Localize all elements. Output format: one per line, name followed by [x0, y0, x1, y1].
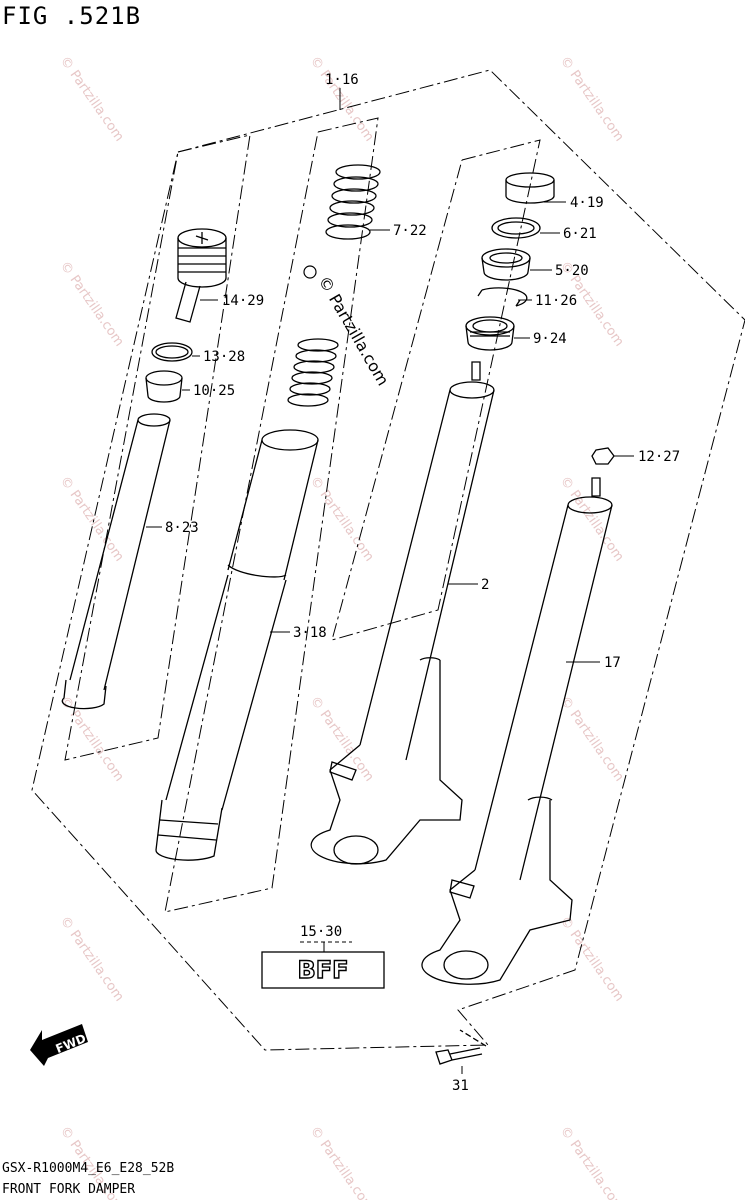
footer-code: GSX-R1000M4_E6_E28_52B [2, 1161, 175, 1176]
callout-15-30: 15·30 [300, 924, 342, 940]
svg-text:© Partzilla.com: © Partzilla.com [57, 54, 127, 145]
callout-13-28: 13·28 [203, 349, 245, 365]
figure-title: FIG .521B [2, 2, 142, 30]
decal-part-15: BFF [261, 941, 385, 989]
svg-text:© Partzilla.com: © Partzilla.com [557, 914, 627, 1005]
callout-7-22: 7·22 [393, 223, 427, 239]
callout-labels: 1·16 4·19 6·21 5·20 11·26 9·24 7·22 14·2… [165, 72, 680, 1094]
subassembly-outlines [64, 117, 541, 913]
svg-text:© Partzilla.com: © Partzilla.com [57, 694, 127, 785]
decal-text: BFF [297, 956, 348, 984]
washer-part-6 [491, 217, 541, 239]
oil-seal-part-5 [481, 248, 531, 281]
callout-14-29: 14·29 [222, 293, 264, 309]
svg-text:© Partzilla.com: © Partzilla.com [57, 914, 127, 1005]
spring-lower [287, 338, 339, 407]
callout-6-21: 6·21 [563, 226, 597, 242]
o-ring-part-13 [151, 342, 193, 362]
svg-text:© Partzilla.com: © Partzilla.com [57, 259, 127, 350]
callout-2: 2 [481, 577, 489, 593]
svg-text:© Partzilla.com: © Partzilla.com [307, 694, 377, 785]
fwd-arrow: FWD [30, 1024, 88, 1066]
svg-text:© Partzilla.com: © Partzilla.com [557, 694, 627, 785]
snap-ring-part-11 [477, 287, 528, 307]
callout-11-26: 11·26 [535, 293, 577, 309]
callout-8-23: 8·23 [165, 520, 199, 536]
collar-part-10 [145, 370, 183, 403]
dust-seal-part-9 [465, 316, 515, 351]
svg-text:© Partzilla.com: © Partzilla.com [307, 474, 377, 565]
callout-31: 31 [452, 1078, 469, 1094]
outer-tube-part-3 [155, 429, 319, 861]
inner-tube-part-17 [421, 477, 613, 985]
inner-tube-part-2 [310, 361, 495, 865]
bolt-part-31 [435, 1029, 487, 1065]
svg-text:© Partzilla.com: © Partzilla.com [557, 54, 627, 145]
svg-text:© Partzilla.com: © Partzilla.com [557, 1124, 627, 1200]
callout-10-25: 10·25 [193, 383, 235, 399]
damper-tube-part-8 [61, 413, 171, 710]
partzilla-watermark: © Partzilla.com [303, 265, 393, 389]
callout-12-27: 12·27 [638, 449, 680, 465]
cap-bolt-part-14 [175, 228, 227, 323]
nut-part-12 [591, 447, 615, 465]
svg-text:© Partzilla.com: © Partzilla.com [307, 54, 377, 145]
callout-4-19: 4·19 [570, 195, 604, 211]
leader-lines [146, 201, 634, 1074]
callout-3-18: 3·18 [293, 625, 327, 641]
bushing-part-4 [505, 172, 555, 204]
assembly-outline [31, 69, 745, 1051]
spring-part-7 [325, 164, 381, 240]
svg-text:© Partzilla.com: © Partzilla.com [307, 1124, 377, 1200]
callout-1-16: 1·16 [325, 72, 359, 88]
callout-5-20: 5·20 [555, 263, 589, 279]
footer-name: FRONT FORK DAMPER [2, 1182, 136, 1197]
callout-17: 17 [604, 655, 621, 671]
callout-9-24: 9·24 [533, 331, 567, 347]
